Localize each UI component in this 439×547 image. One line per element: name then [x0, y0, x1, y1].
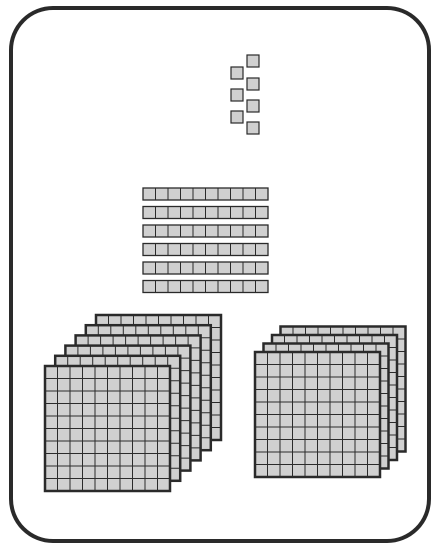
unit-cube — [247, 122, 259, 134]
unit-cube-square — [247, 100, 259, 112]
unit-cube-square — [247, 55, 259, 67]
unit-cube — [231, 89, 243, 101]
ten-rod — [143, 225, 268, 237]
unit-cube-square — [231, 67, 243, 79]
ten-rod — [143, 207, 268, 219]
unit-cube — [247, 78, 259, 90]
ten-rod — [143, 188, 268, 200]
unit-cube — [231, 67, 243, 79]
unit-cube-square — [231, 111, 243, 123]
ten-rod — [143, 281, 268, 293]
hundred-flats-left-stack — [45, 315, 221, 491]
unit-cube — [247, 100, 259, 112]
ten-rod — [143, 244, 268, 256]
unit-cube-square — [247, 78, 259, 90]
unit-cubes-group — [231, 55, 259, 134]
unit-cube-square — [247, 122, 259, 134]
unit-cube-square — [231, 89, 243, 101]
hundred-flat — [45, 366, 170, 491]
ten-rods-group — [143, 188, 268, 293]
ten-rod — [143, 262, 268, 274]
hundred-flat — [255, 352, 380, 477]
hundred-flats-right-stack — [255, 327, 406, 478]
unit-cube — [231, 111, 243, 123]
unit-cube — [247, 55, 259, 67]
